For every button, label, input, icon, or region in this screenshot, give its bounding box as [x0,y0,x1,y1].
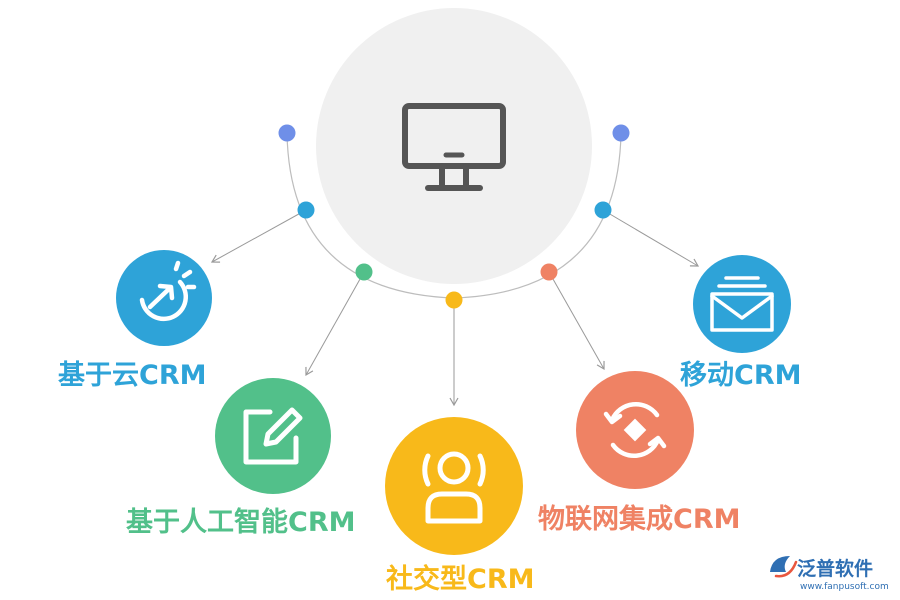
node-cloud-crm: 基于云CRM [58,250,212,391]
arc-dot-mobile [594,201,612,219]
node-ai-crm: 基于人工智能CRM [126,378,355,538]
watermark-text: 泛普软件 [797,557,873,580]
arrow-to-ai-crm [305,271,365,377]
arrow-to-iot-crm [548,271,605,371]
envelope-icon [710,276,774,332]
arc-dot-ai [355,263,373,281]
arc-dot-iot [540,263,558,281]
arc-dots [278,124,630,309]
node-mobile-crm: 移动CRM [680,255,801,391]
arrow-to-mobile-crm [602,209,700,267]
node-label-cloud: 基于云CRM [58,360,206,391]
arrow-to-cloud-crm [210,209,307,263]
node-iot-crm: 物联网集成CRM [538,371,740,535]
center-circle [316,8,592,284]
node-label-mobile: 移动CRM [680,360,801,391]
node-label-social: 社交型CRM [386,563,534,595]
watermark: 泛普软件 www.fanpusoft.com [770,556,889,592]
connector-arrows [210,209,700,407]
node-circle-mobile [693,255,791,353]
node-circle-ai [215,378,331,494]
arc-end-dot-right [612,124,630,142]
refresh-icon [603,401,667,459]
node-label-iot: 物联网集成CRM [538,503,740,535]
cloud-sync-icon [139,260,197,322]
arc-dot-social [445,291,463,309]
node-label-ai: 基于人工智能CRM [126,506,355,538]
watermark-url: www.fanpusoft.com [800,582,889,592]
edit-icon [243,407,303,465]
node-circle-social [385,417,523,555]
arc-end-dot-left [278,124,296,142]
node-circle-cloud [116,250,212,346]
arc-dot-cloud [297,201,315,219]
node-social-crm: 社交型CRM [385,417,534,595]
fanpu-logo-icon [770,556,798,578]
monitor-icon [402,103,506,191]
user-icon [422,451,486,524]
